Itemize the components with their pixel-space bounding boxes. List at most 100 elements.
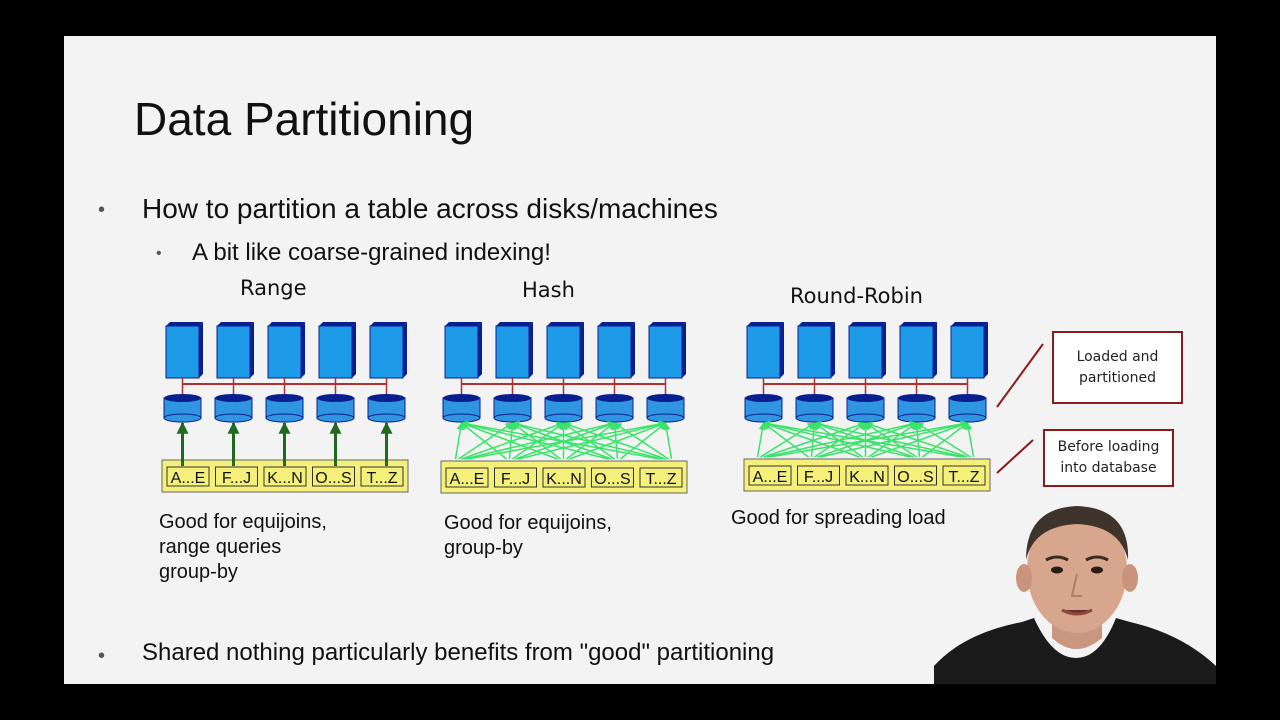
server-top xyxy=(496,322,533,326)
server-side xyxy=(301,322,305,378)
caption-line: Good for equijoins, xyxy=(159,511,327,533)
server-icon xyxy=(746,325,781,379)
caption-hash: Good for equijoins, group-by xyxy=(444,511,612,561)
bullet-main: How to partition a table across disks/ma… xyxy=(142,193,718,224)
round-robin-arrow xyxy=(864,421,968,458)
server-top xyxy=(166,322,203,326)
presenter-brow xyxy=(1085,555,1109,562)
server-icon xyxy=(267,325,302,379)
hash-arrow xyxy=(460,420,660,460)
partition-key-box xyxy=(166,466,210,487)
server-icon xyxy=(369,325,404,379)
disk-bottom xyxy=(163,413,202,423)
caption-line: group-by xyxy=(444,537,523,559)
server-icon xyxy=(648,325,683,379)
server-top xyxy=(217,322,254,326)
server-top xyxy=(649,322,686,326)
server-top xyxy=(268,322,305,326)
callout-before-loading: Before loading into database xyxy=(1043,429,1174,487)
partition-key-label: O...S xyxy=(594,471,630,488)
server-top xyxy=(370,322,407,326)
partition-key-label: K...N xyxy=(849,469,885,486)
presenter-nose xyxy=(1070,573,1082,597)
server-side xyxy=(831,322,835,378)
round-robin-arrow xyxy=(756,422,767,458)
server-icon xyxy=(546,325,581,379)
server-icon xyxy=(597,325,632,379)
server-side xyxy=(478,322,482,378)
presenter-shirt xyxy=(934,618,1216,684)
disk-top xyxy=(266,394,303,402)
disk-top xyxy=(847,394,884,402)
partition-key-box xyxy=(942,465,986,486)
disk-top xyxy=(596,394,633,402)
partition-key-box xyxy=(312,466,355,487)
partition-key-label: T...Z xyxy=(948,469,979,486)
scheme-label-round-robin: Round-Robin xyxy=(790,284,923,308)
server-icon xyxy=(318,325,353,379)
disk-bottom xyxy=(646,413,685,423)
bullet-marker: • xyxy=(98,199,106,221)
callout-line: Before loading xyxy=(1057,439,1160,455)
server-top xyxy=(747,322,784,326)
disk-bottom xyxy=(846,413,885,423)
presenter-mouth xyxy=(1061,608,1093,616)
partition-key-box xyxy=(445,467,489,488)
server-side xyxy=(352,322,356,378)
server-side xyxy=(780,322,784,378)
bullet-sub: A bit like coarse-grained indexing! xyxy=(192,239,551,266)
partition-key-box xyxy=(494,467,537,488)
disk-bottom xyxy=(214,413,253,423)
disk-top xyxy=(647,394,684,402)
callout-loaded-partitioned: Loaded and partitioned xyxy=(1052,331,1183,404)
server-side xyxy=(984,322,988,378)
server-icon xyxy=(797,325,832,379)
disk-bottom xyxy=(795,413,834,423)
partition-key-box xyxy=(215,466,258,487)
disk-bottom xyxy=(442,413,481,423)
server-side xyxy=(882,322,886,378)
disk-bottom xyxy=(367,413,406,423)
hash-arrow xyxy=(460,422,507,460)
caption-line: Good for equijoins, xyxy=(444,512,612,534)
disk-top xyxy=(494,394,531,402)
partition-key-box xyxy=(591,467,634,488)
partition-key-label: F...J xyxy=(501,471,530,488)
partition-key-box xyxy=(797,465,840,486)
partition-key-label: K...N xyxy=(267,470,303,487)
callout-line: into database xyxy=(1060,460,1157,476)
disk-top xyxy=(215,394,252,402)
bullet-shared-nothing: Shared nothing particularly benefits fro… xyxy=(142,639,775,666)
disk-bottom xyxy=(316,413,355,423)
callout-pointer xyxy=(996,343,1044,408)
partition-key-box xyxy=(263,466,307,487)
hash-arrow xyxy=(458,422,514,460)
hash-arrow xyxy=(562,421,666,460)
round-robin-arrow xyxy=(766,420,918,458)
presenter-video xyxy=(934,506,1216,684)
server-side xyxy=(403,322,407,378)
server-top xyxy=(547,322,584,326)
server-top xyxy=(319,322,356,326)
partition-key-box xyxy=(748,465,792,486)
server-side xyxy=(682,322,686,378)
server-top xyxy=(900,322,937,326)
server-side xyxy=(631,322,635,378)
partition-key-box xyxy=(542,467,586,488)
server-icon xyxy=(495,325,530,379)
server-top xyxy=(798,322,835,326)
partition-key-label: F...J xyxy=(222,470,251,487)
hash-arrow xyxy=(613,422,669,460)
presenter-brow xyxy=(1045,555,1069,562)
server-icon xyxy=(899,325,934,379)
scheme-label-hash: Hash xyxy=(522,278,575,302)
server-icon xyxy=(444,325,479,379)
disk-bottom xyxy=(544,413,583,423)
partition-key-box xyxy=(360,466,404,487)
partition-key-label: A...E xyxy=(450,471,485,488)
caption-line: range queries xyxy=(159,536,282,558)
presenter-ear xyxy=(1016,564,1032,592)
server-side xyxy=(199,322,203,378)
